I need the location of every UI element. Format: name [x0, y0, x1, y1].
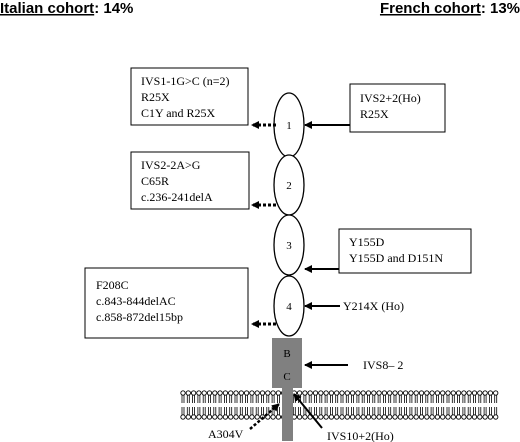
domain-1: 1	[273, 92, 305, 158]
domain-3: 3	[273, 214, 305, 276]
box-line: IVS2-2A>G	[141, 158, 201, 172]
domain-4-label: 4	[286, 301, 292, 313]
box-line: F208C	[96, 278, 129, 292]
lipid-bilayer	[180, 390, 499, 420]
domain-3-label: 3	[286, 240, 292, 252]
box-line: R25X	[141, 90, 170, 104]
domain-4: 4	[273, 275, 305, 337]
box-line: c.236-241delA	[141, 190, 213, 204]
box-line: R25X	[360, 107, 389, 121]
box-line: c.843-844delAC	[96, 294, 176, 308]
region-c-label: C	[283, 371, 290, 383]
box-line: Y155D	[349, 235, 385, 249]
domain-1-label: 1	[286, 120, 292, 132]
french-box-domain3: Y155D Y155D and D151N	[338, 228, 472, 274]
a304v-arrow	[249, 403, 280, 430]
box-line: Y155D and D151N	[349, 251, 443, 265]
box-line: C65R	[141, 174, 169, 188]
box-line: IVS1-1G>C (n=2)	[141, 74, 230, 88]
domain-2: 2	[273, 154, 305, 216]
domain-2-label: 2	[286, 180, 292, 192]
a304v-label: A304V	[208, 427, 244, 441]
ivs10-arrow	[293, 393, 323, 429]
french-cohort-header: French cohort: 13%	[380, 0, 520, 17]
italian-box-domain1: IVS1-1G>C (n=2) R25X C1Y and R25X	[130, 67, 249, 126]
region-b-label: B	[283, 348, 290, 360]
box-line: IVS2+2(Ho)	[360, 91, 421, 105]
box-line: c.858-872del15bp	[96, 310, 183, 324]
italian-box-domain4: F208C c.843-844delAC c.858-872del15bp	[84, 267, 249, 339]
ivs8-label: IVS8– 2	[363, 358, 403, 372]
box-line: C1Y and R25X	[141, 106, 216, 120]
italian-box-domain2: IVS2-2A>G C65R c.236-241delA	[130, 151, 250, 210]
italian-cohort-header: Italian cohort: 14%	[0, 0, 133, 17]
y214x-label: Y214X (Ho)	[343, 299, 404, 313]
transmembrane-segment: B C	[272, 338, 302, 441]
french-box-domain1: IVS2+2(Ho) R25X	[349, 83, 446, 133]
ivs10-label: IVS10+2(Ho)	[327, 429, 394, 442]
